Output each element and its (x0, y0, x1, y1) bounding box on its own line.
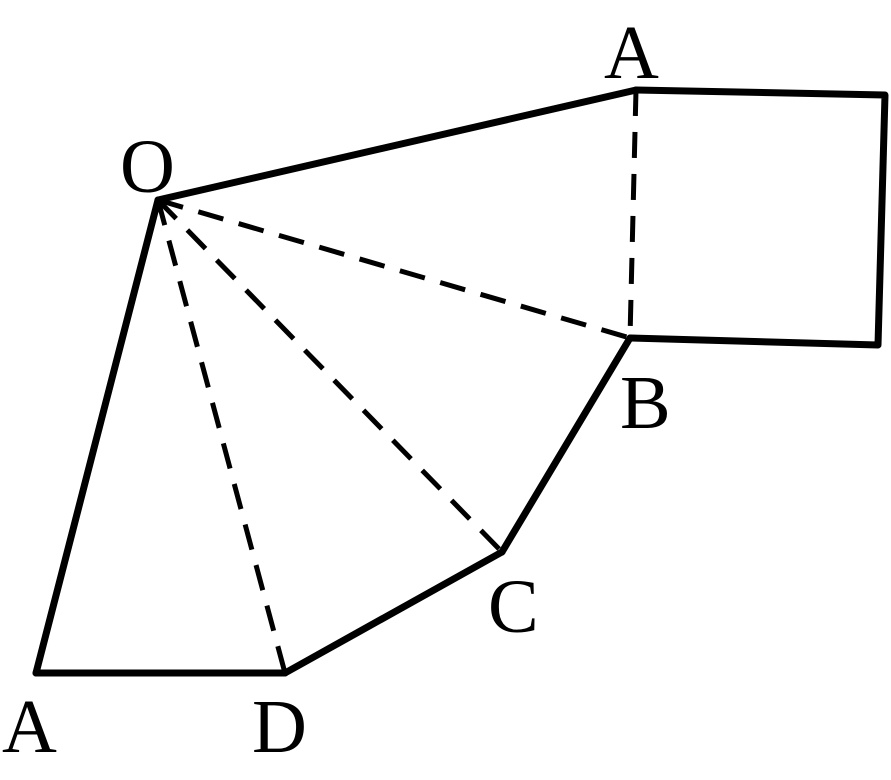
segment-a-bottom-to-o (32, 196, 162, 677)
dashed-a-top-to-b (627, 89, 639, 339)
segment-o-to-a-top (154, 86, 640, 204)
label-d: D (252, 685, 307, 769)
label-a-top: A (604, 11, 659, 95)
label-o: O (120, 125, 175, 209)
label-a-bottom: A (2, 685, 57, 769)
label-c: C (488, 565, 539, 649)
square-outline (626, 86, 889, 349)
dashed-o-to-d (155, 199, 288, 674)
segment-b-to-c (498, 334, 634, 556)
label-b: B (620, 361, 671, 445)
segment-c-to-d (281, 548, 506, 677)
